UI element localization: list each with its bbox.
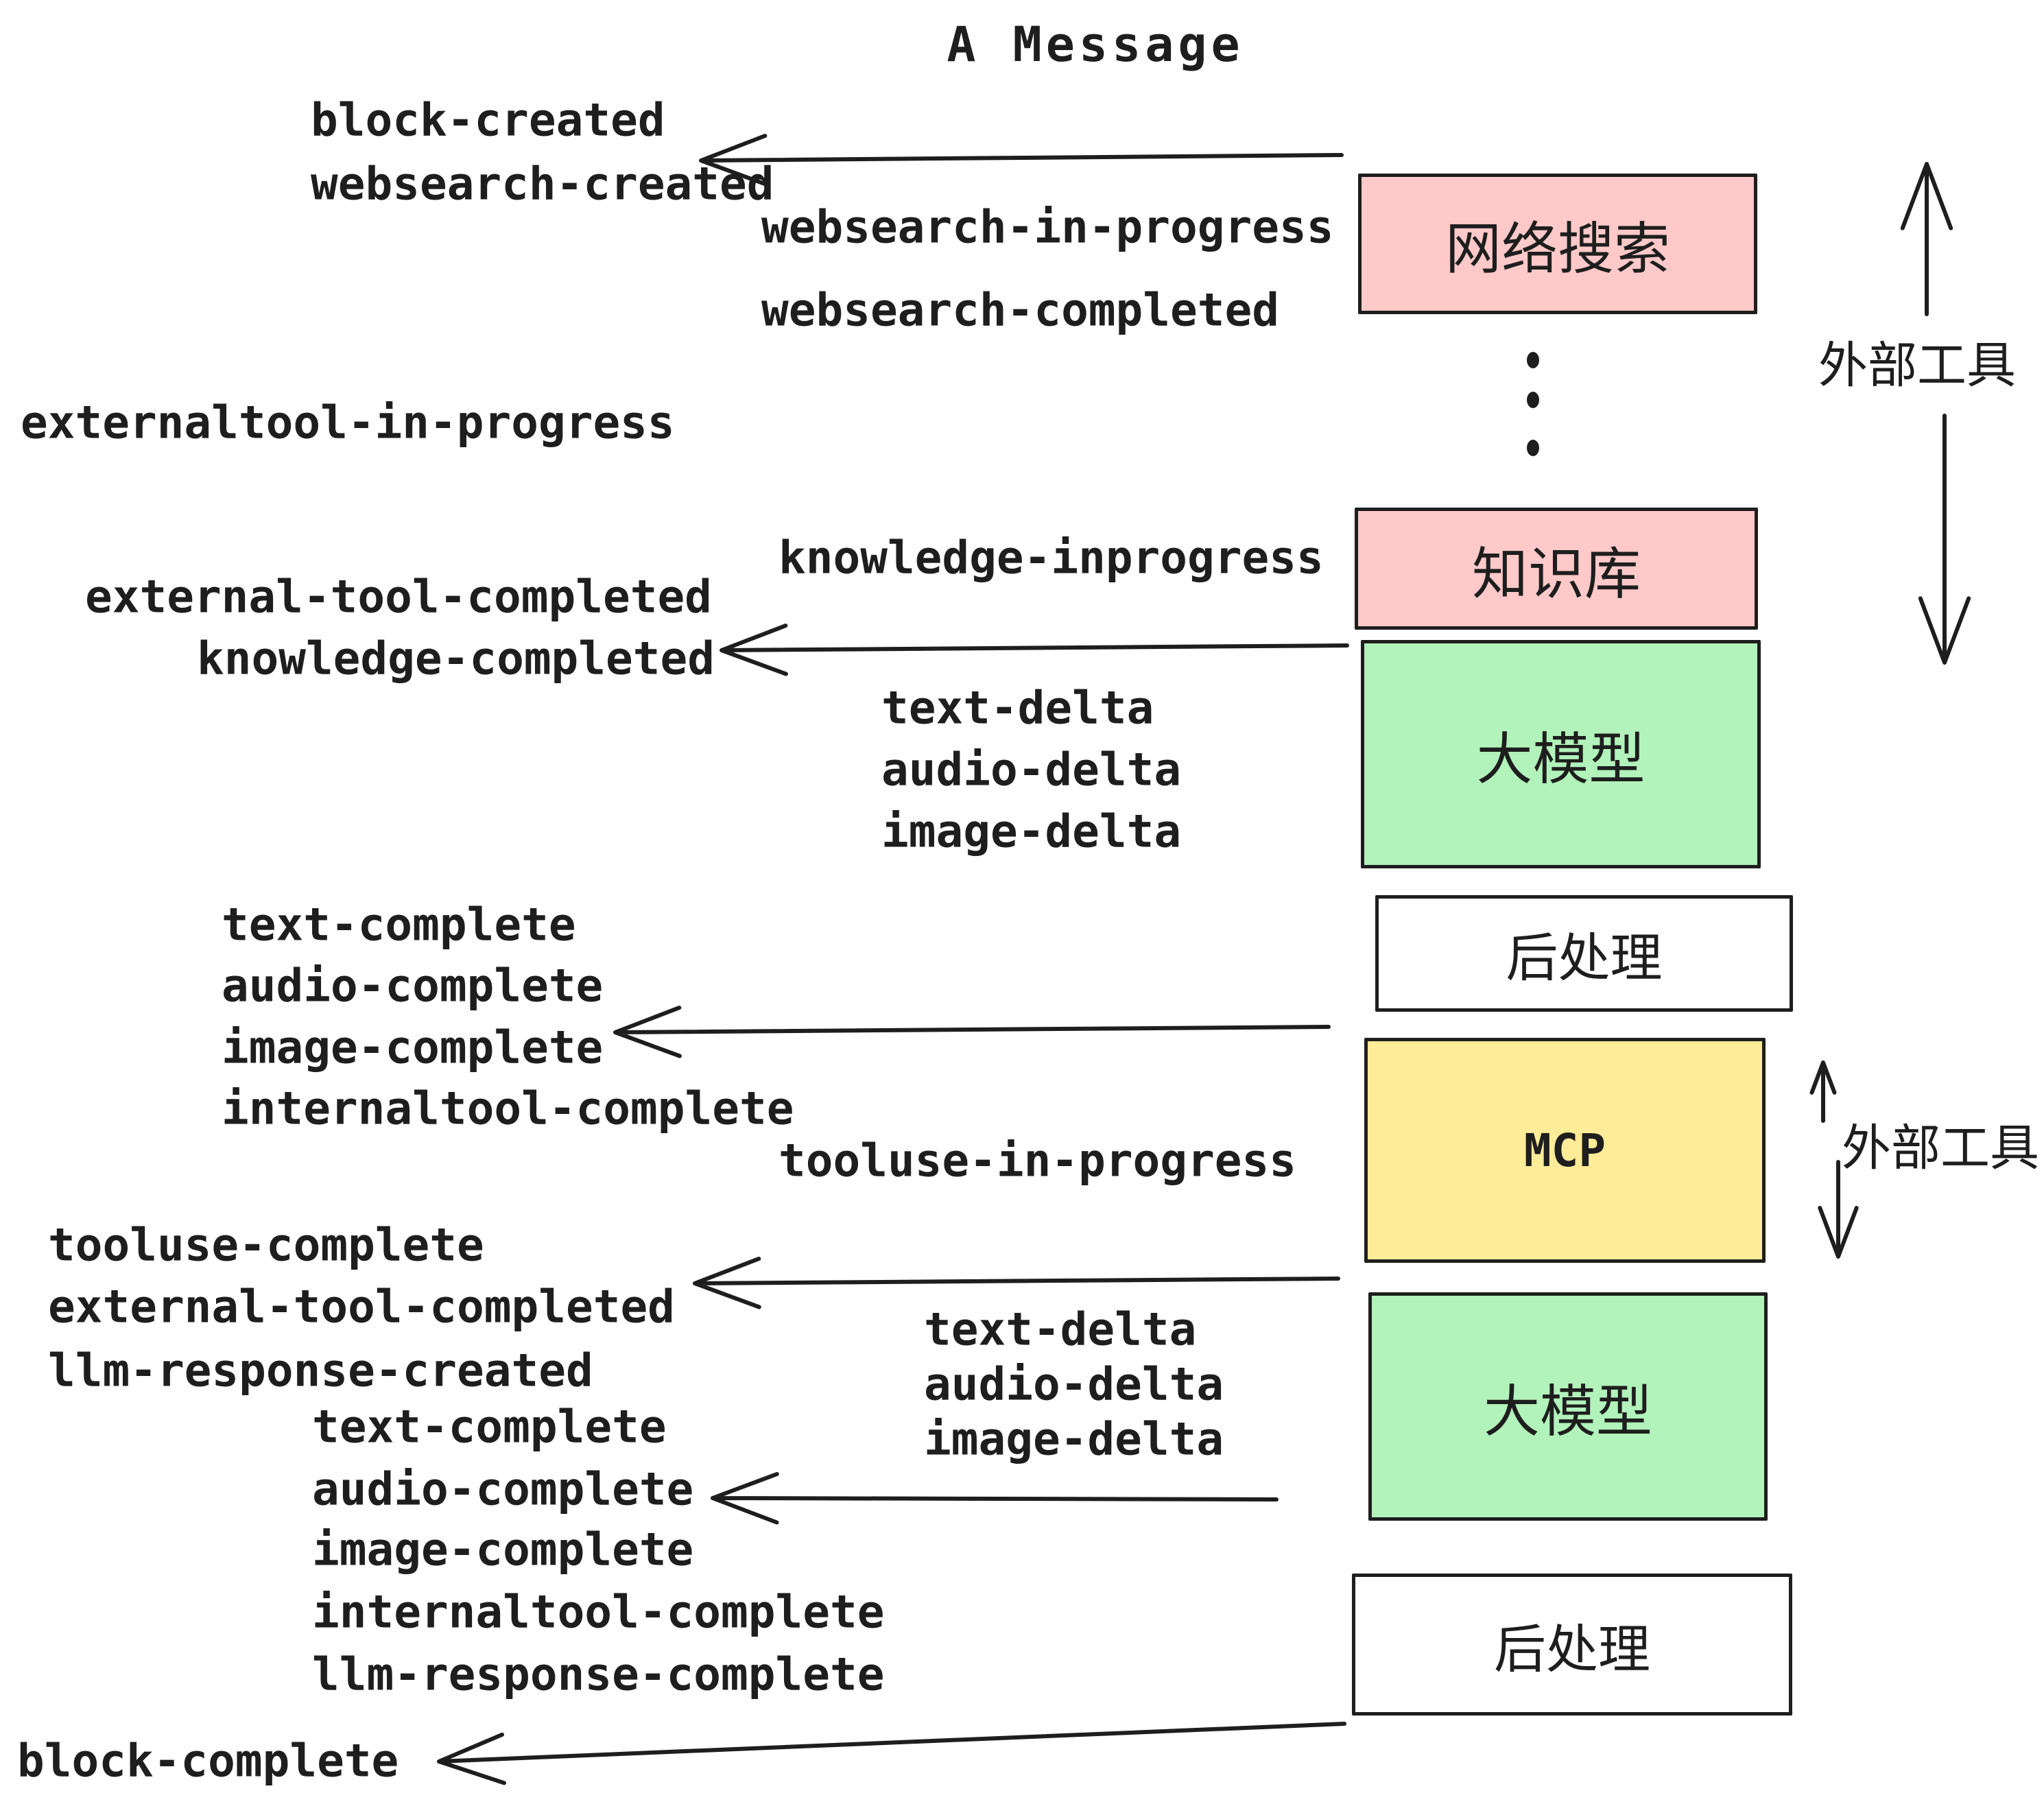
event-label-image-delta: image-delta xyxy=(881,805,1182,858)
event-label-knowledge-inprogress: knowledge-inprogress xyxy=(779,531,1324,584)
event-label-websearch-in-progress: websearch-in-progress xyxy=(761,200,1334,254)
event-label-knowledge-completed: knowledge-completed xyxy=(197,632,715,685)
postprocess-box-1: 后处理 xyxy=(1375,895,1793,1012)
event-label-external-tool-completed: external-tool-completed xyxy=(48,1280,675,1333)
postprocess-box-2: 后处理 xyxy=(1352,1574,1792,1716)
external-tool-up-arrow-2 xyxy=(1809,1060,1837,1123)
event-label-tooluse-complete: tooluse-complete xyxy=(48,1218,484,1272)
side-label-external-tools-2: 外部工具 xyxy=(1841,1121,2040,1176)
llm-box-1: 大模型 xyxy=(1361,640,1761,868)
event-label-internaltool-complete: internaltool-complete xyxy=(222,1082,794,1135)
event-label-audio-delta: audio-delta xyxy=(881,743,1182,796)
event-label-text-delta: text-delta xyxy=(881,681,1154,735)
arrow-to-block-created xyxy=(699,134,1344,187)
event-label-tooluse-in-progress: tooluse-in-progress xyxy=(779,1134,1296,1187)
event-label-image-delta: image-delta xyxy=(924,1412,1224,1466)
mcp-box-label: MCP xyxy=(1523,1124,1606,1177)
event-label-block-created: block-created xyxy=(311,93,665,147)
llm-box-1-label: 大模型 xyxy=(1476,728,1645,791)
arrow-to-tooluse-complete xyxy=(693,1257,1340,1309)
postprocess-box-2-label: 后处理 xyxy=(1494,1620,1650,1679)
event-label-text-complete: text-complete xyxy=(222,898,576,951)
event-label-llm-response-complete: llm-response-complete xyxy=(312,1648,885,1701)
knowledge-box: 知识库 xyxy=(1355,508,1758,630)
external-tool-down-arrow-1 xyxy=(1918,414,1971,665)
mcp-box: MCP xyxy=(1364,1038,1766,1263)
ellipsis-dot-1 xyxy=(1527,352,1539,368)
websearch-box: 网络搜索 xyxy=(1358,174,1757,314)
arrow-to-block-complete xyxy=(437,1722,1346,1785)
event-label-externaltool-in-progress: externaltool-in-progress xyxy=(21,396,675,449)
event-label-internaltool-complete: internaltool-complete xyxy=(312,1585,885,1639)
event-label-audio-complete: audio-complete xyxy=(312,1462,694,1516)
llm-box-2: 大模型 xyxy=(1368,1292,1768,1521)
llm-box-2-label: 大模型 xyxy=(1483,1381,1652,1443)
ellipsis-dot-3 xyxy=(1527,440,1539,456)
arrow-to-audio-complete-2 xyxy=(711,1472,1279,1525)
ellipsis-dot-2 xyxy=(1527,392,1539,408)
event-label-websearch-created: websearch-created xyxy=(311,157,774,211)
arrow-to-image-complete-1 xyxy=(613,1006,1331,1058)
side-label-external-tools-1: 外部工具 xyxy=(1818,338,2017,394)
event-label-text-complete: text-complete xyxy=(312,1400,667,1453)
event-label-external-tool-completed: external-tool-completed xyxy=(85,570,712,624)
event-label-audio-delta: audio-delta xyxy=(924,1357,1224,1411)
websearch-box-label: 网络搜索 xyxy=(1445,218,1670,281)
diagram-title: A Message xyxy=(947,16,1244,73)
postprocess-box-1-label: 后处理 xyxy=(1506,929,1663,988)
event-label-image-complete: image-complete xyxy=(312,1523,694,1576)
event-label-audio-complete: audio-complete xyxy=(222,959,604,1012)
event-label-text-delta: text-delta xyxy=(924,1303,1197,1356)
event-label-block-complete: block-complete xyxy=(17,1734,399,1788)
event-label-websearch-completed: websearch-completed xyxy=(761,283,1279,337)
external-tool-up-arrow-1 xyxy=(1900,162,1953,316)
arrow-to-knowledge-completed xyxy=(720,624,1349,676)
event-label-image-complete: image-complete xyxy=(222,1021,604,1074)
knowledge-box-label: 知识库 xyxy=(1471,543,1641,606)
event-label-llm-response-created: llm-response-created xyxy=(48,1344,593,1397)
